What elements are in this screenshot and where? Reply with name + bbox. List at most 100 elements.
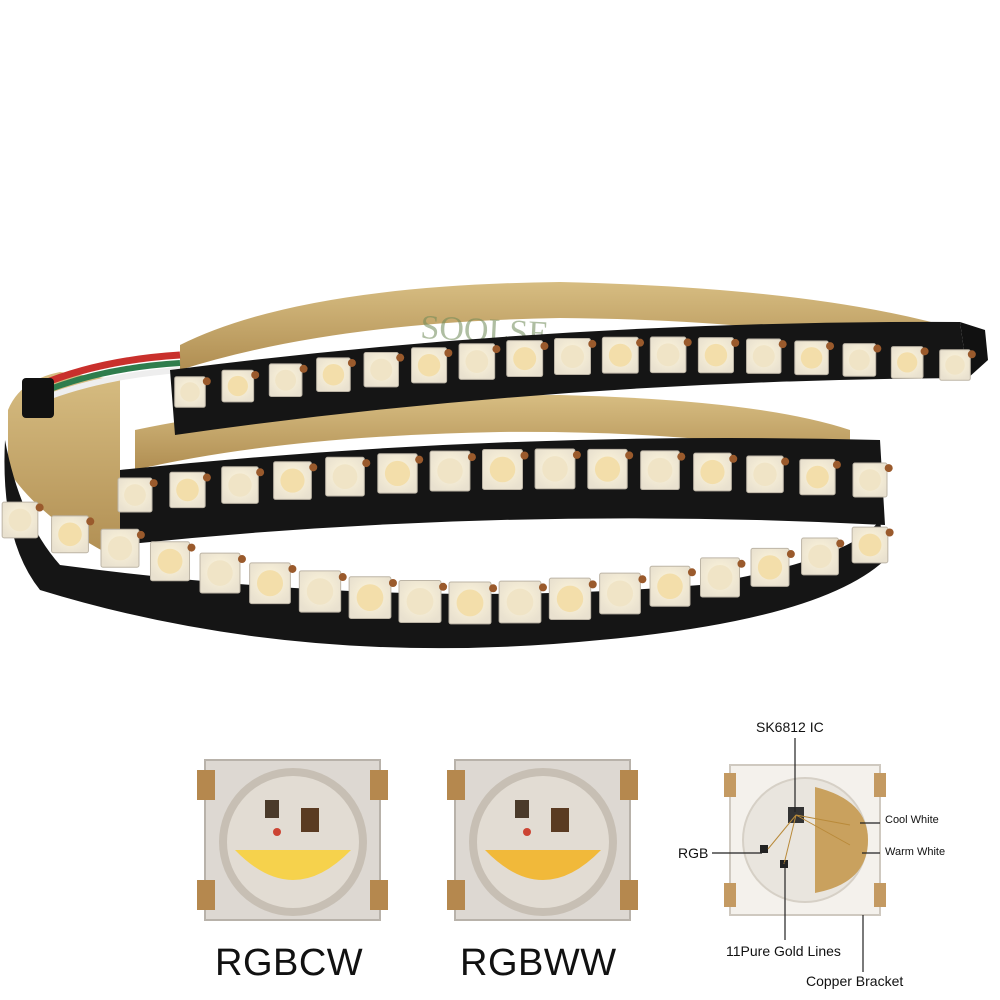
solder-pad <box>540 342 549 351</box>
ic-label: SK6812 IC <box>756 719 824 735</box>
solder-pad <box>572 450 581 459</box>
diagram-callouts <box>712 738 880 972</box>
led-lens <box>808 544 832 569</box>
led-lens <box>806 465 829 489</box>
led-lens <box>157 548 183 574</box>
led-lens <box>848 349 870 371</box>
led-lens <box>370 358 393 381</box>
led-lens <box>859 469 881 491</box>
solder-pad <box>636 338 645 347</box>
solder-pad <box>202 473 211 482</box>
led-lens <box>107 536 133 561</box>
solder-pad <box>187 543 196 552</box>
led-lens <box>280 468 305 493</box>
solder-pad <box>967 350 976 359</box>
solder-pad <box>884 464 893 473</box>
led-lens <box>657 573 683 600</box>
led-lens <box>227 375 248 397</box>
solder-pad <box>836 539 845 548</box>
led-lens <box>506 588 534 616</box>
led-lens <box>332 464 358 490</box>
led-lens <box>275 369 297 391</box>
solder-pad <box>415 455 424 464</box>
led-lens <box>437 458 463 484</box>
solder-pad <box>347 358 356 367</box>
solder-pad <box>396 353 405 362</box>
solder-pad <box>920 347 929 356</box>
led-lens <box>465 350 489 373</box>
solder-pad <box>492 345 501 354</box>
solder-pad <box>588 339 597 348</box>
solder-pad <box>338 573 347 582</box>
solder-pad <box>388 579 397 588</box>
led-lens <box>306 578 334 605</box>
led-lens <box>124 484 146 506</box>
led-lens <box>594 456 621 482</box>
led-lens <box>707 564 733 590</box>
solder-pad <box>237 555 246 564</box>
led-lens <box>384 460 411 487</box>
led-lens <box>556 585 584 613</box>
rgbww-chip <box>447 759 638 921</box>
solder-pad <box>638 575 647 584</box>
led-lens <box>356 584 384 611</box>
solder-pad <box>520 451 529 460</box>
rgb-label: RGB <box>678 845 709 861</box>
led-lens <box>176 478 199 502</box>
solder-pad <box>86 517 95 526</box>
solder-pad <box>149 479 158 488</box>
led-lens <box>180 382 200 402</box>
solder-pad <box>731 338 740 347</box>
led-lens <box>8 508 32 532</box>
cool-white-label: Cool White <box>885 814 939 826</box>
solder-pad <box>778 340 787 349</box>
led-lens <box>897 352 918 373</box>
solder-pad <box>737 559 746 568</box>
solder-pad <box>826 342 835 351</box>
led-lens <box>656 343 680 367</box>
solder-pad <box>444 348 453 357</box>
solder-pad <box>538 583 547 592</box>
led-lens <box>606 580 634 607</box>
solder-pad <box>288 564 297 573</box>
led-lens <box>58 522 82 547</box>
solder-pad <box>625 451 634 460</box>
gold-lines-label: 11Pure Gold Lines <box>726 943 841 959</box>
led-lens <box>704 343 728 367</box>
led-lens <box>560 344 585 369</box>
led-lens <box>752 345 775 368</box>
led-lens <box>207 560 233 586</box>
warm-white-label: Warm White <box>885 846 946 858</box>
solder-pad <box>588 580 597 589</box>
led-lens <box>608 343 632 367</box>
led-lens <box>322 363 345 386</box>
led-chips <box>1 336 976 625</box>
led-lens <box>417 354 441 377</box>
led-lens <box>406 588 434 615</box>
solder-pad <box>687 568 696 577</box>
solder-pad <box>677 452 686 461</box>
rgbww-label: RGBWW <box>460 942 617 984</box>
led-lens <box>489 456 516 483</box>
led-lens <box>513 347 537 371</box>
solder-pad <box>362 459 371 468</box>
sk6812-diagram <box>724 764 886 916</box>
led-lens <box>456 589 484 617</box>
solder-pad <box>309 463 318 472</box>
rgbcw-label: RGBCW <box>215 942 364 984</box>
solder-pad <box>467 453 476 462</box>
solder-pad <box>832 460 841 469</box>
solder-pad <box>786 550 795 559</box>
solder-pad <box>781 457 790 466</box>
wire-cable <box>22 351 181 418</box>
solder-pad <box>729 454 738 463</box>
led-lens <box>700 459 725 485</box>
solder-pad <box>136 530 145 539</box>
solder-pad <box>873 344 882 353</box>
solder-pad <box>683 338 692 347</box>
solder-pad <box>251 370 260 379</box>
rgbcw-chip <box>197 759 388 921</box>
led-lens <box>858 533 882 557</box>
copper-bracket-label: Copper Bracket <box>806 973 904 989</box>
